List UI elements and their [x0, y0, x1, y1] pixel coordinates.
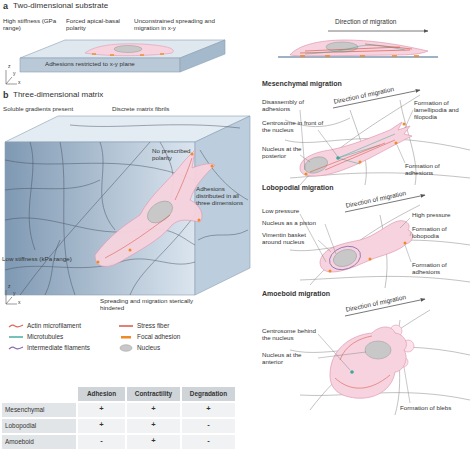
annotation: Vimentin basket around nucleus: [262, 232, 317, 246]
annotation: Formation of blebs: [400, 405, 451, 412]
arrow-label: Direction of migration: [335, 18, 396, 25]
axis-label: y: [13, 71, 16, 77]
panel-letter: b: [3, 90, 9, 100]
annotation: Adhesions distributed in all three dimen…: [196, 186, 250, 207]
arrow-label: Direction of migration: [345, 189, 407, 209]
legend-swatch: [8, 333, 24, 341]
table-header: Adhesion: [78, 390, 125, 397]
legend-label: Microtubules: [27, 334, 63, 340]
annotation: Formation of lobopodia: [412, 226, 470, 240]
legend-item: Focal adhesion: [118, 333, 180, 341]
table-cell: +: [127, 421, 180, 429]
legend-swatch: [118, 344, 134, 352]
table-cell: +: [182, 405, 235, 413]
annotation: Centrosome behind the nucleus: [262, 328, 317, 342]
amoeboid-cell: [290, 299, 470, 415]
legend-item: Intermediate filaments: [8, 344, 90, 352]
annotation: Low stiffness (kPa range): [2, 256, 72, 263]
panel-heading: Mesenchymal migration: [262, 80, 342, 88]
table-cell: +: [78, 421, 125, 429]
axis-label: x: [18, 300, 21, 306]
legend-label: Focal adhesion: [137, 334, 180, 340]
annotation: Nucleus as a piston: [262, 220, 316, 227]
annotation: Centrosome in front of the nucleus: [262, 120, 324, 134]
legend-item: Microtubules: [8, 333, 63, 341]
axis-label: z: [8, 284, 11, 290]
legend-label: Nucleus: [137, 345, 160, 351]
panel-letter: a: [3, 1, 8, 11]
table-cell: -: [182, 421, 235, 429]
legend-label: Intermediate filaments: [27, 345, 90, 351]
legend-item: Actin microfilament: [8, 322, 81, 330]
legend-swatch: [118, 322, 134, 330]
lobopodial-cell: [290, 195, 470, 288]
arrow-label: Direction of migration: [333, 85, 395, 105]
annotation: High pressure: [412, 212, 451, 219]
panel-heading: Amoeboid migration: [262, 290, 330, 298]
legend-swatch: [8, 344, 24, 352]
annotation: Discrete matrix fibrils: [112, 106, 169, 113]
annotation: Forced apical-basal polarity: [66, 18, 128, 32]
table-cell: +: [127, 405, 180, 413]
axis-symbol: [6, 290, 17, 304]
table-cell: +: [78, 405, 125, 413]
table-row-label: Lobopodial: [5, 422, 75, 429]
annotation: No prescribed polarity: [152, 148, 202, 162]
annotation: Nucleus at the anterior: [262, 352, 317, 366]
annotation: Formation of adhesions: [405, 163, 467, 177]
matrix-cube: [5, 116, 250, 295]
table-cell: -: [78, 437, 125, 445]
panel-heading: Lobopodial migration: [262, 184, 334, 192]
panel-title: Two-dimensional substrate: [13, 2, 108, 11]
annotation: Disassembly of adhesions: [262, 99, 322, 113]
legend-swatch: [118, 333, 134, 341]
annotation: Formation of lamellipodia and filopodia: [414, 100, 472, 121]
table-cell: -: [182, 437, 235, 445]
table-cell: +: [127, 437, 180, 445]
annotation: Unconstrained spreading and migration in…: [134, 18, 216, 32]
legend-label: Actin microfilament: [27, 323, 81, 329]
table-row-label: Mesenchymal: [5, 406, 75, 413]
annotation: Nucleus at the posterior: [262, 146, 312, 160]
annotation: Soluble gradients present: [3, 106, 73, 113]
axis-label: x: [18, 80, 21, 86]
annotation: Formation of adhesions: [412, 262, 470, 276]
axis-label: z: [8, 64, 11, 70]
table-grid: [2, 387, 235, 449]
table-header: Contractility: [127, 390, 180, 397]
legend-swatch: [8, 322, 24, 330]
annotation: Adhesions restricted to x-y plane: [45, 61, 135, 68]
annotation: Spreading and migration sterically hinde…: [100, 298, 200, 312]
legend-label: Stress fiber: [137, 323, 169, 329]
panel-title: Three-dimensional matrix: [13, 91, 103, 100]
annotation: High stiffness (GPa range): [3, 18, 58, 32]
legend-item: Stress fiber: [118, 322, 169, 330]
table-header: Degradation: [182, 390, 235, 397]
cell-2d: [278, 31, 438, 57]
arrow-label: Direction of migration: [345, 293, 407, 313]
table-row-label: Amoeboid: [5, 438, 75, 445]
axis-label: y: [13, 291, 16, 297]
legend-item: Nucleus: [118, 344, 160, 352]
annotation: Low pressure: [262, 208, 299, 215]
axis-symbol: [6, 70, 17, 84]
substrate-slab: [20, 40, 225, 72]
